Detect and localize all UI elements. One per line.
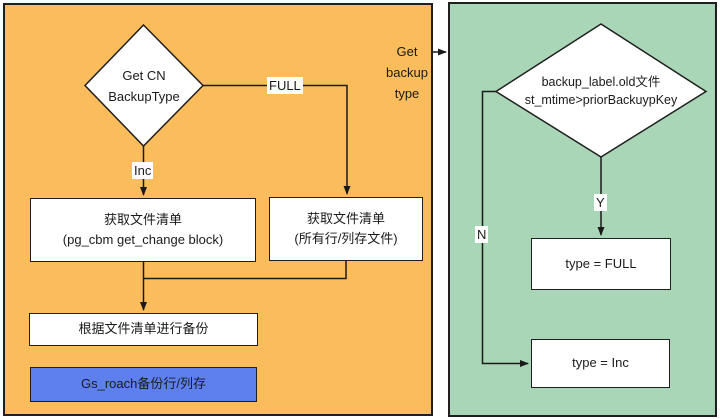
node-gs-roach: Gs_roach备份行/列存 — [30, 367, 257, 402]
edge-label-full: FULL — [267, 77, 303, 94]
edge-label-yes: Y — [594, 194, 607, 211]
node-type-inc: type = Inc — [531, 339, 670, 388]
node-all-files: 获取文件清单 (所有行/列存文件) — [269, 197, 423, 261]
right-decision-label: backup_label.old文件 st_mtime>priorBackuyp… — [524, 75, 678, 107]
node-type-full: type = FULL — [531, 238, 671, 290]
node-do-backup: 根据文件清单进行备份 — [29, 313, 258, 346]
edge-label-inc: Inc — [132, 162, 154, 179]
get-backup-type-label: Get backup type — [386, 44, 428, 101]
node-get-change-block: 获取文件清单 (pg_cbm get_change block) — [30, 198, 256, 262]
left-decision-label: Get CN BackupType — [108, 68, 180, 104]
edge-label-no: N — [475, 226, 489, 243]
